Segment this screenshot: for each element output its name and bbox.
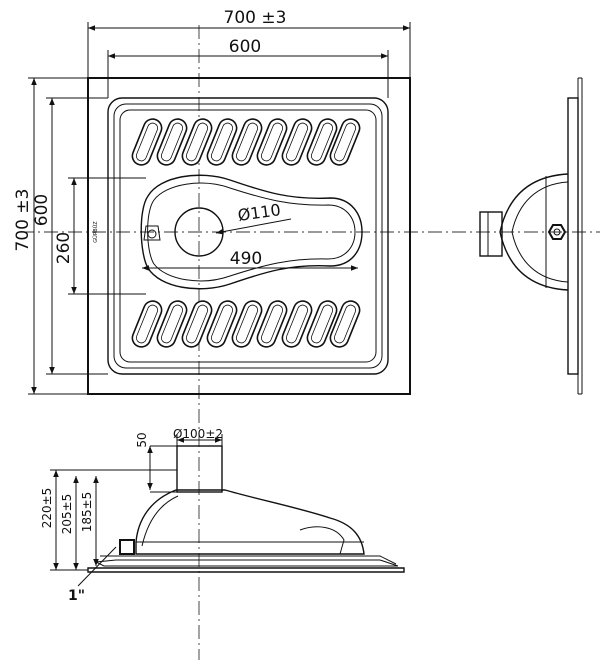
pipe-offset-label: 50 [135,432,149,447]
plan-view: GÜRBÜZ 700 ±3 600 700 ±3 600 [13,8,600,660]
overall-width-label: 700 ±3 [224,8,287,28]
height-total-label: 220±5 [40,488,54,529]
height-mid-label: 205±5 [60,494,74,535]
dim-pipe-offset: 50 [135,432,153,490]
dim-outlet-diameter: Ø110 [215,200,292,235]
inner-height-label: 600 [32,194,52,226]
dim-height-total: 220±5 [40,469,177,571]
opening-height-label: 260 [54,232,74,264]
dim-opening-height: 260 [54,177,146,295]
outlet-pipe [176,445,223,493]
dim-opening-length: 490 [142,249,358,271]
dim-overall-height: 700 ±3 [13,77,88,395]
pipe-diameter-label: Ø100±2 [173,427,223,441]
thread-size-label: 1" [68,588,85,604]
side-view [479,77,583,395]
outlet-diameter-label: Ø110 [237,200,282,225]
central-opening [140,174,363,290]
overall-height-label: 700 ±3 [13,189,33,252]
basin-outline [107,97,389,375]
opening-length-label: 490 [230,249,262,269]
dim-height-low: 185±5 [80,476,99,566]
height-low-label: 185±5 [80,492,94,533]
lower-foot-slots [128,297,364,351]
section-view: 1" Ø100±2 50 220±5 205±5 185±5 [40,427,405,604]
dim-overall-width: 700 ±3 [87,8,411,78]
upper-foot-slots [128,115,364,169]
thread-fitting [119,539,135,555]
inner-width-label: 600 [229,37,261,57]
brand-mark: GÜRBÜZ [92,221,99,243]
dim-inner-height: 600 [32,97,108,375]
outer-plate [87,77,411,395]
dim-inner-width: 600 [107,37,389,98]
dim-pipe-diameter: Ø100±2 [173,427,223,446]
dim-height-mid: 205±5 [60,476,79,570]
